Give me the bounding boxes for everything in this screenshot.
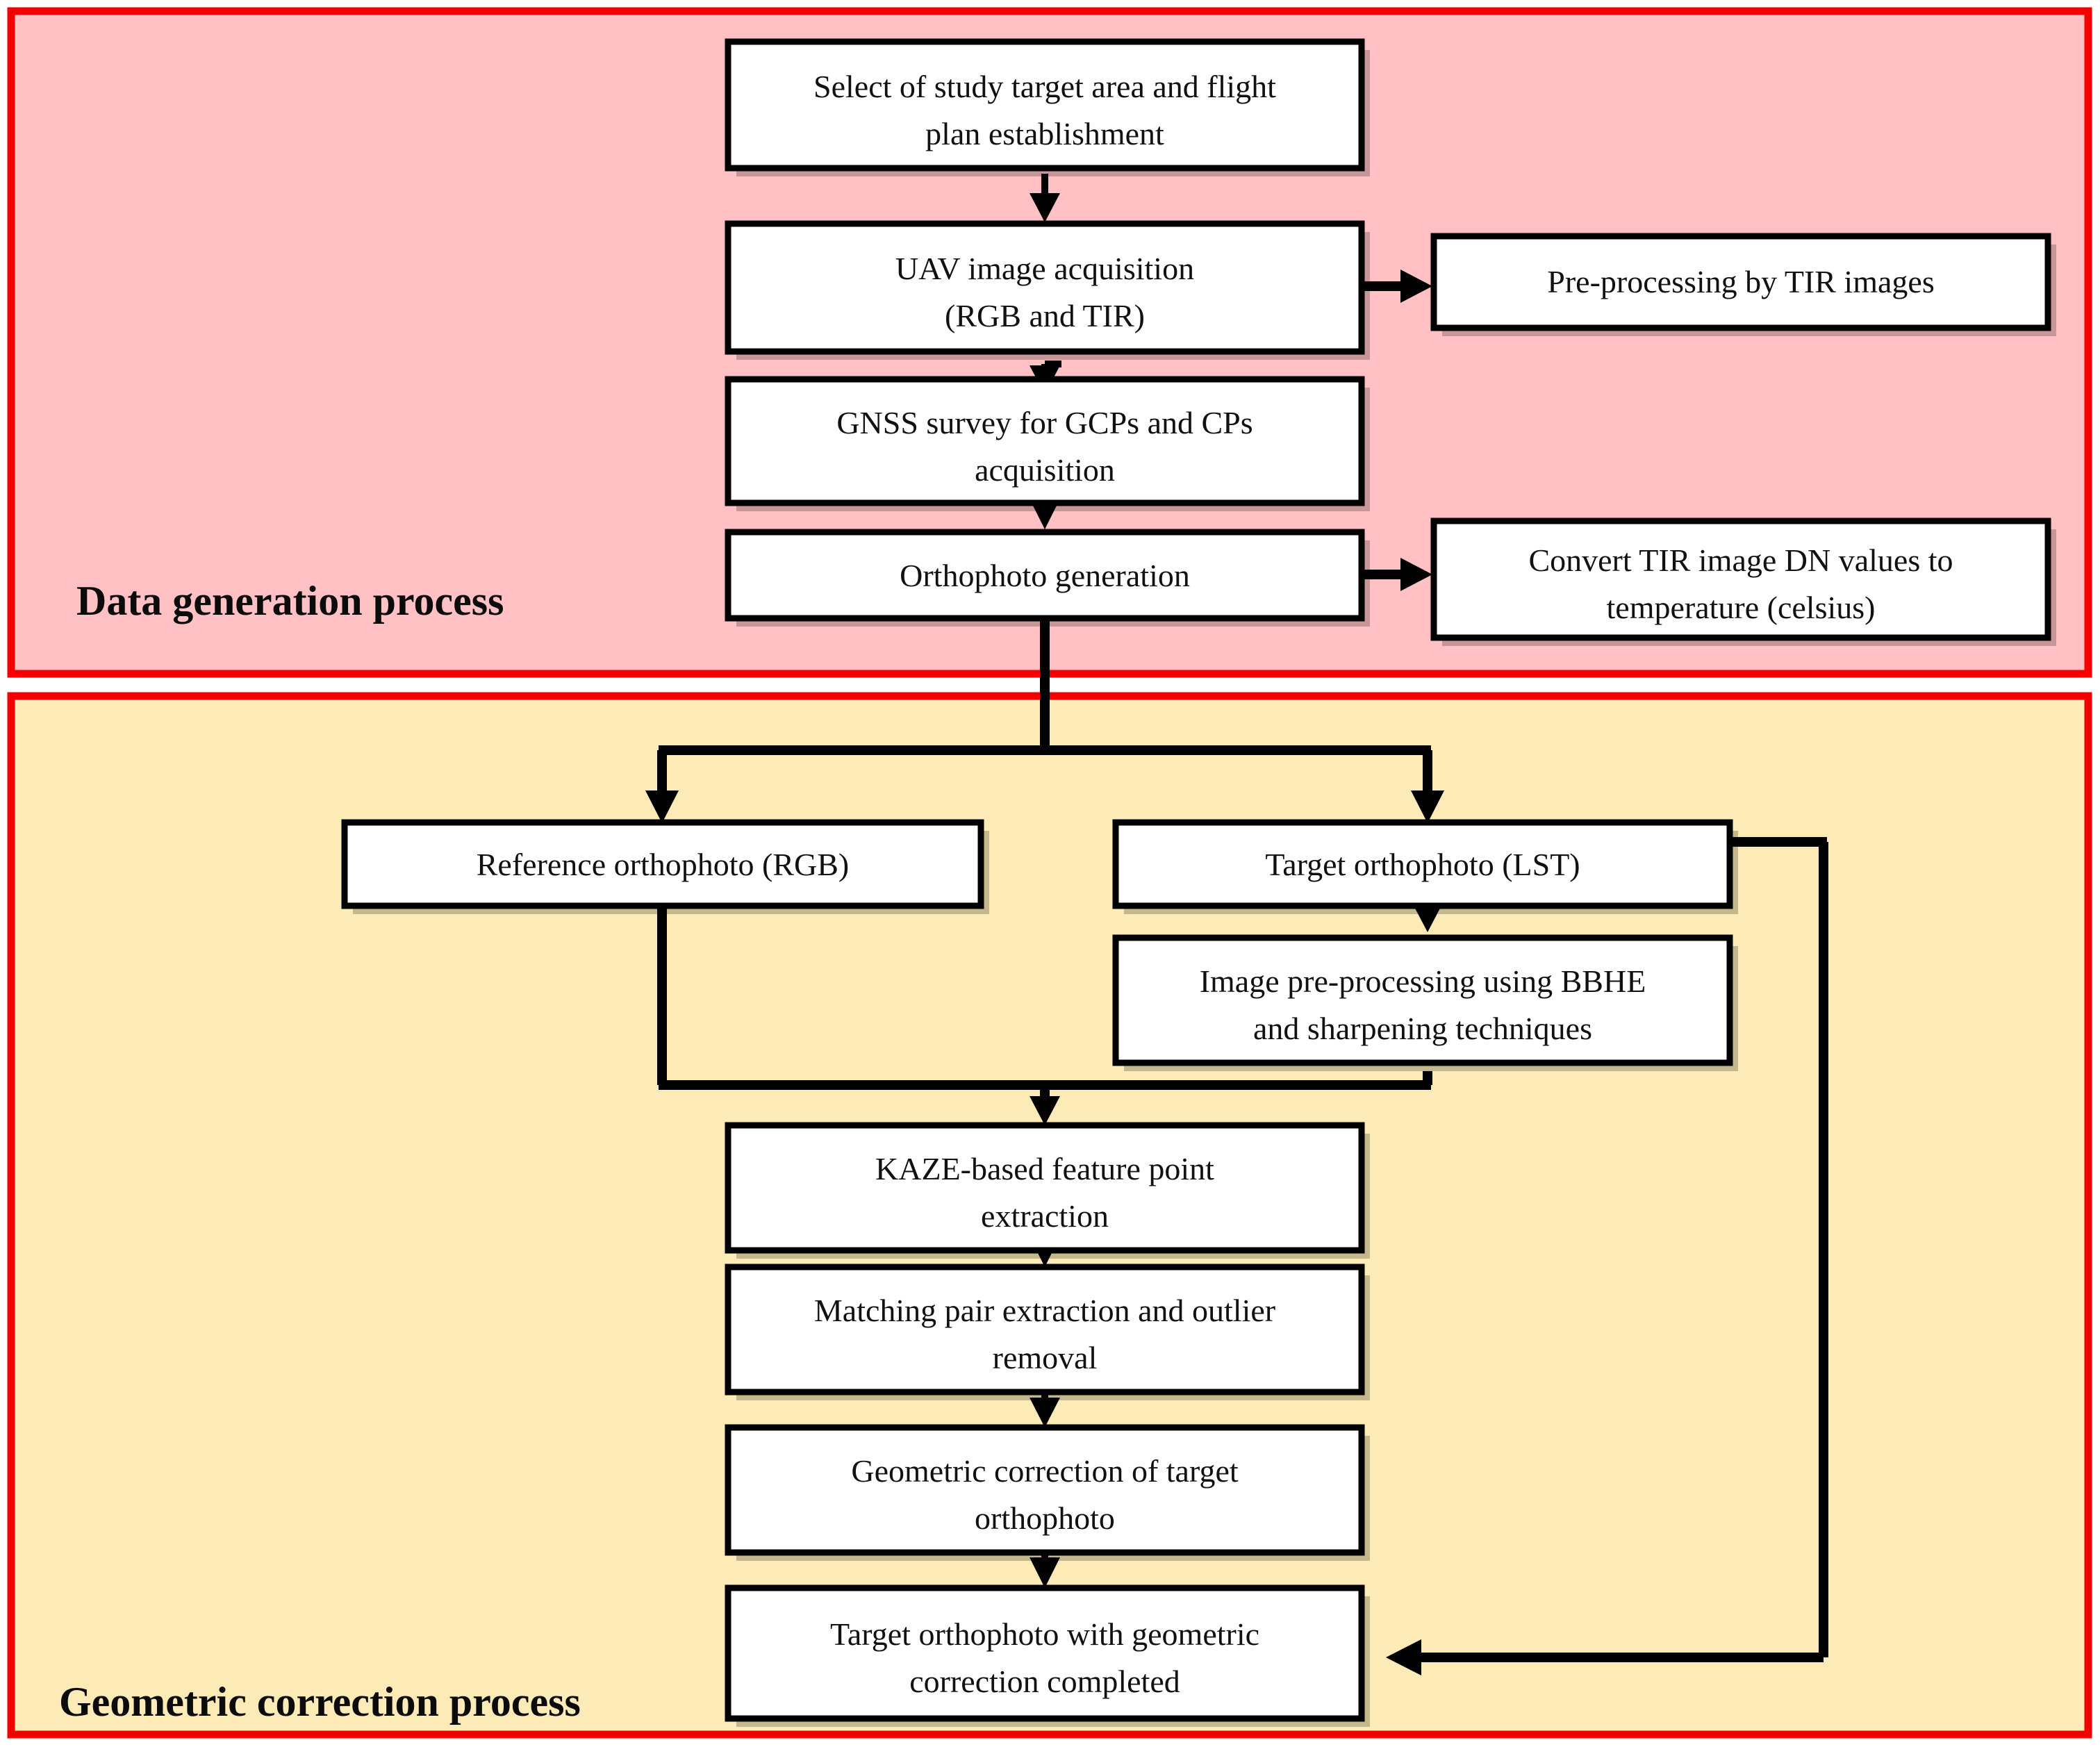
node-convert-dn-line2: temperature (celsius) [1607, 590, 1876, 625]
node-convert-dn[interactable]: Convert TIR image DN values to temperatu… [1430, 518, 2056, 646]
node-select-area-box[interactable] [725, 38, 1365, 172]
node-tir-preprocessing[interactable]: Pre-processing by TIR images [1430, 233, 2056, 336]
arrowhead-tgt-to-bbhe [1412, 903, 1443, 932]
node-gnss-survey[interactable]: GNSS survey for GCPs and CPs acquisition [725, 376, 1370, 511]
node-final-output[interactable]: Target orthophoto with geometric correct… [725, 1584, 1370, 1727]
arrowhead-ortho-to-convert [1400, 558, 1432, 591]
node-uav-acquisition-line2: (RGB and TIR) [945, 298, 1145, 333]
panel-geometric-correction-label: Geometric correction process [59, 1679, 581, 1725]
node-tir-preprocessing-box[interactable] [1430, 233, 2051, 331]
panel-data-generation-label: Data generation process [76, 578, 504, 624]
node-kaze-extraction-box[interactable] [725, 1122, 1365, 1254]
node-target-orthophoto-box[interactable] [1112, 819, 1733, 909]
node-gnss-survey-line1: GNSS survey for GCPs and CPs [836, 405, 1252, 440]
arrowhead-geocorr-to-final [1030, 1557, 1060, 1588]
node-final-output-box[interactable] [725, 1584, 1365, 1722]
arrowhead-matching-to-geocorr [1030, 1398, 1060, 1427]
node-reference-orthophoto-label: Reference orthophoto (RGB) [477, 847, 850, 882]
node-geometric-correction[interactable]: Geometric correction of target orthophot… [725, 1424, 1370, 1561]
node-orthophoto-generation-box[interactable] [725, 529, 1365, 622]
node-matching-outlier-box[interactable] [725, 1264, 1365, 1396]
node-final-output-line1: Target orthophoto with geometric [830, 1616, 1259, 1652]
node-matching-outlier-line2: removal [993, 1340, 1098, 1375]
node-convert-dn-line1: Convert TIR image DN values to [1528, 543, 1953, 578]
node-select-area[interactable]: Select of study target area and flight p… [725, 38, 1370, 176]
arrowhead-split-left [645, 790, 679, 823]
node-kaze-extraction[interactable]: KAZE-based feature point extraction [725, 1122, 1370, 1259]
node-bbhe-preprocessing-line1: Image pre-processing using BBHE [1200, 963, 1646, 999]
node-orthophoto-generation-label: Orthophoto generation [900, 558, 1190, 593]
node-matching-outlier[interactable]: Matching pair extraction and outlier rem… [725, 1264, 1370, 1400]
node-matching-outlier-line1: Matching pair extraction and outlier [814, 1293, 1275, 1328]
arrowhead-gnss-to-ortho [1030, 499, 1060, 529]
node-geometric-correction-line2: orthophoto [975, 1500, 1115, 1536]
arrowhead-select-to-uav [1030, 193, 1060, 222]
node-reference-orthophoto-box[interactable] [341, 819, 984, 909]
node-kaze-extraction-line1: KAZE-based feature point [875, 1151, 1214, 1186]
node-target-orthophoto-label: Target orthophoto (LST) [1265, 847, 1580, 882]
node-select-area-line2: plan establishment [925, 116, 1164, 151]
node-uav-acquisition-line1: UAV image acquisition [895, 251, 1194, 286]
arrowhead-split-right [1411, 790, 1444, 823]
node-gnss-survey-box[interactable] [725, 376, 1365, 506]
node-gnss-survey-line2: acquisition [975, 452, 1115, 488]
node-tir-preprocessing-label: Pre-processing by TIR images [1547, 264, 1934, 299]
node-target-orthophoto[interactable]: Target orthophoto (LST) [1112, 819, 1738, 914]
node-reference-orthophoto[interactable]: Reference orthophoto (RGB) [341, 819, 989, 914]
arrowhead-feedback-to-final [1386, 1639, 1421, 1675]
node-bbhe-preprocessing-box[interactable] [1112, 934, 1733, 1066]
arrowhead-uav-to-tirpre [1400, 270, 1432, 303]
node-uav-acquisition[interactable]: UAV image acquisition (RGB and TIR) [725, 220, 1370, 360]
node-convert-dn-box[interactable] [1430, 518, 2051, 641]
node-geometric-correction-line1: Geometric correction of target [851, 1453, 1238, 1489]
node-bbhe-preprocessing[interactable]: Image pre-processing using BBHE and shar… [1112, 934, 1738, 1071]
node-select-area-line1: Select of study target area and flight [813, 69, 1276, 104]
connectors [645, 174, 1828, 1675]
node-geometric-correction-box[interactable] [725, 1424, 1365, 1556]
node-final-output-line2: correction completed [909, 1664, 1180, 1699]
node-kaze-extraction-line2: extraction [981, 1198, 1109, 1234]
node-orthophoto-generation[interactable]: Orthophoto generation [725, 529, 1370, 627]
arrowhead-merge-to-kaze [1030, 1096, 1060, 1125]
node-uav-acquisition-box[interactable] [725, 220, 1365, 355]
node-bbhe-preprocessing-line2: and sharpening techniques [1253, 1011, 1592, 1046]
